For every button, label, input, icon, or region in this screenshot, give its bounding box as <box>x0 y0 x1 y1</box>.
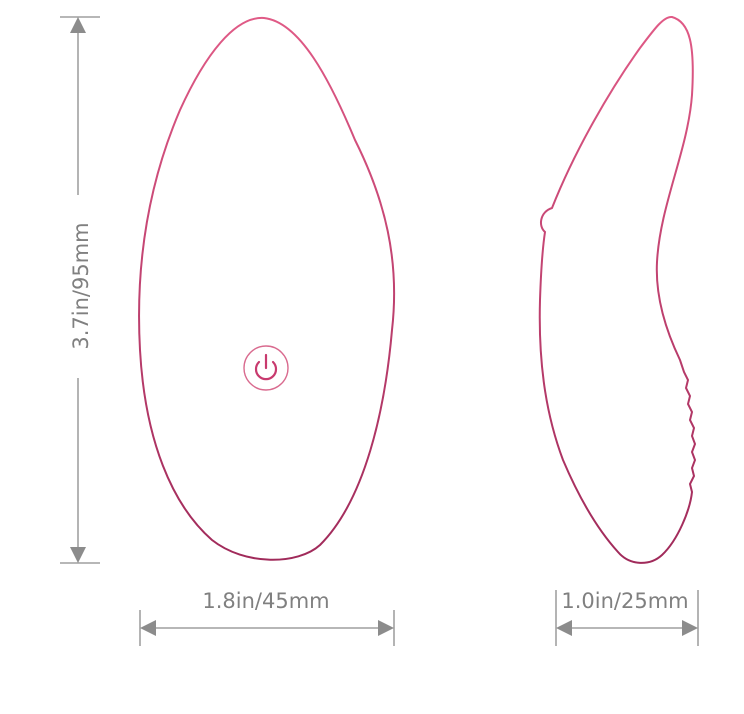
height-dimension: 3.7in/95mm <box>60 16 100 564</box>
height-arrow-up <box>70 17 86 33</box>
height-label: 3.7in/95mm <box>69 222 93 349</box>
side-width-arrow-left <box>556 620 572 636</box>
front-width-dimension: 1.8in/45mm <box>139 589 395 646</box>
front-width-label: 1.8in/45mm <box>202 589 329 613</box>
side-width-label: 1.0in/25mm <box>561 589 688 613</box>
side-view-outline <box>538 15 697 564</box>
side-width-dimension: 1.0in/25mm <box>555 589 699 646</box>
side-width-arrow-right <box>682 620 698 636</box>
front-view-outline <box>138 16 396 561</box>
front-width-arrow-left <box>140 620 156 636</box>
front-width-arrow-right <box>378 620 394 636</box>
height-arrow-down <box>70 547 86 563</box>
power-icon <box>243 345 289 391</box>
